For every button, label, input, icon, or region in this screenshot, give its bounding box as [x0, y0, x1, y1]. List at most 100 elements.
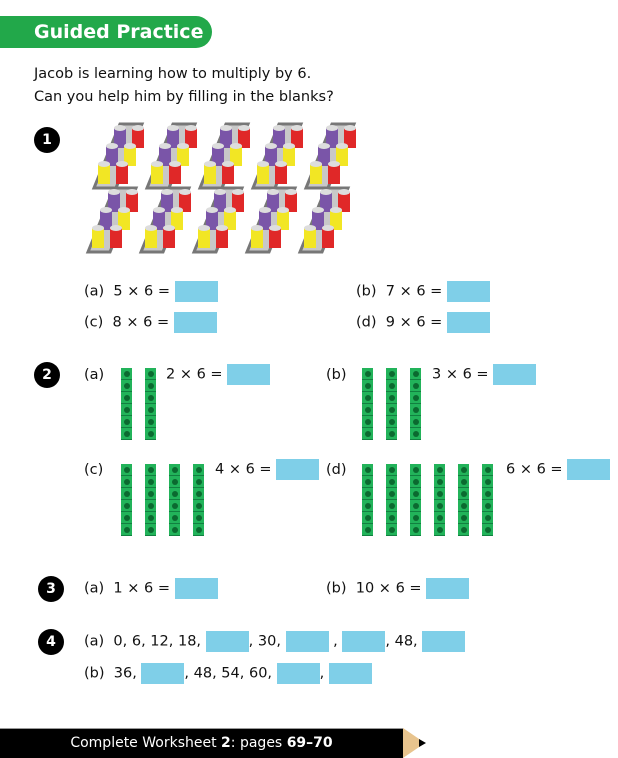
cube — [410, 392, 421, 404]
cube — [121, 416, 132, 428]
answer-box[interactable] — [342, 631, 386, 652]
can — [126, 192, 138, 212]
answer-box[interactable] — [276, 663, 320, 684]
cube — [145, 488, 156, 500]
can — [171, 210, 183, 230]
cube-tower — [410, 464, 421, 536]
can — [108, 192, 120, 212]
can — [283, 146, 295, 166]
can — [312, 210, 324, 230]
cube-tower — [410, 368, 421, 440]
can — [259, 210, 271, 230]
cube — [145, 464, 156, 476]
question-number-3: 3 — [38, 576, 64, 602]
cube-tower — [121, 464, 132, 536]
answer-box[interactable] — [567, 459, 611, 480]
can — [177, 146, 189, 166]
can — [267, 192, 279, 212]
cube — [145, 428, 156, 440]
answer-box[interactable] — [422, 631, 466, 652]
cube — [434, 488, 445, 500]
cube — [362, 512, 373, 524]
cube — [458, 464, 469, 476]
can — [257, 164, 269, 184]
cube-tower — [169, 464, 180, 536]
cube — [386, 380, 397, 392]
cube-tower — [458, 464, 469, 536]
q3b: (b) 10 × 6 = — [326, 578, 470, 599]
can — [328, 164, 340, 184]
pencil-tip-icon — [403, 728, 426, 758]
cube — [458, 524, 469, 536]
can — [206, 210, 218, 230]
cube — [410, 464, 421, 476]
cube — [169, 488, 180, 500]
cube — [386, 512, 397, 524]
can — [98, 164, 110, 184]
answer-box[interactable] — [205, 631, 249, 652]
q2a: 2 × 6 = — [166, 364, 271, 385]
cube — [193, 488, 204, 500]
answer-box[interactable] — [174, 578, 218, 599]
answer-box[interactable] — [141, 663, 185, 684]
cube — [458, 488, 469, 500]
cube-tower — [121, 368, 132, 440]
cube — [458, 476, 469, 488]
can — [124, 146, 136, 166]
q2b: 3 × 6 = — [432, 364, 537, 385]
footer-bar: Complete Worksheet 2: pages 69–70 — [0, 728, 403, 758]
answer-box[interactable] — [174, 281, 218, 302]
cube-tower — [362, 368, 373, 440]
cube — [386, 476, 397, 488]
can — [330, 210, 342, 230]
answer-box[interactable] — [446, 312, 490, 333]
cube — [193, 476, 204, 488]
answer-box[interactable] — [493, 364, 537, 385]
cube — [169, 464, 180, 476]
cube — [362, 476, 373, 488]
cube-tower — [386, 368, 397, 440]
cube — [145, 512, 156, 524]
cube — [121, 500, 132, 512]
answer-box[interactable] — [446, 281, 490, 302]
answer-box[interactable] — [173, 312, 217, 333]
can — [277, 210, 289, 230]
q1a: (a) 5 × 6 = — [84, 281, 218, 302]
can — [232, 192, 244, 212]
answer-box[interactable] — [328, 663, 372, 684]
can — [265, 146, 277, 166]
answer-box[interactable] — [285, 631, 329, 652]
cube — [193, 500, 204, 512]
question-number-2: 2 — [34, 362, 60, 388]
cube — [410, 500, 421, 512]
cube — [386, 392, 397, 404]
cube — [121, 428, 132, 440]
can — [145, 228, 157, 248]
can — [344, 128, 356, 148]
can — [322, 228, 334, 248]
can — [161, 192, 173, 212]
cube-tower — [145, 368, 156, 440]
q3a: (a) 1 × 6 = — [84, 578, 218, 599]
cube — [362, 416, 373, 428]
cube — [121, 464, 132, 476]
cube — [169, 476, 180, 488]
cube — [458, 512, 469, 524]
can — [291, 128, 303, 148]
cube-tower — [193, 464, 204, 536]
cube — [410, 368, 421, 380]
can — [212, 146, 224, 166]
cube — [145, 380, 156, 392]
q2d-label: (d) — [326, 462, 347, 478]
cube — [169, 512, 180, 524]
can — [169, 164, 181, 184]
can — [214, 192, 226, 212]
cube — [386, 428, 397, 440]
cube — [145, 392, 156, 404]
answer-box[interactable] — [227, 364, 271, 385]
question-number-1: 1 — [34, 127, 60, 153]
answer-box[interactable] — [276, 459, 320, 480]
can — [285, 192, 297, 212]
cube — [121, 476, 132, 488]
answer-box[interactable] — [426, 578, 470, 599]
